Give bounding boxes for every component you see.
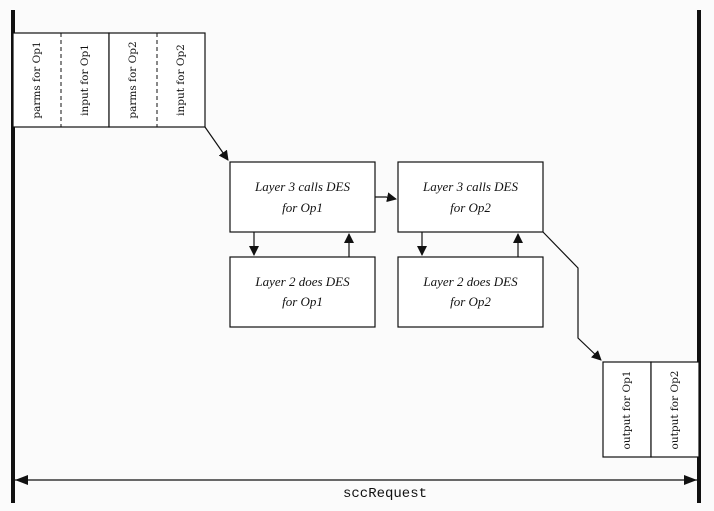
layer3-op2-to-output-arrow [542,231,602,361]
layer3-op1-line2: for Op1 [282,200,323,215]
input-to-layer3-op1-arrow [204,126,229,161]
span-label: sccRequest [343,486,427,502]
input-op1-label: input for Op1 [79,44,91,116]
layer2-op2-line2: for Op2 [450,294,491,309]
layer3-op1-line1: Layer 3 calls DES [254,179,350,194]
input-group: parms for Op1 input for Op1 parms for Op… [12,32,206,128]
span-right-arrowhead [684,475,697,485]
input-op2-label: input for Op2 [175,44,187,116]
span-indicator: sccRequest [15,475,697,502]
output-op2-label: output for Op2 [669,371,681,450]
layer2-op2-box: Layer 2 does DES for Op2 [397,256,544,328]
output-group: output for Op1 output for Op2 [602,361,700,458]
layer2-op1-box: Layer 2 does DES for Op1 [229,256,376,328]
layer3-op2-rect [397,161,544,233]
layer3-op2-box: Layer 3 calls DES for Op2 [397,161,544,233]
layer2-op2-line1: Layer 2 does DES [422,274,518,289]
span-left-arrowhead [15,475,28,485]
layer2-op2-rect [397,256,544,328]
layer3-op2-line2: for Op2 [450,200,491,215]
layer2-op1-line2: for Op1 [282,294,323,309]
output-op2-cell [650,361,700,458]
layer2-op1-rect [229,256,376,328]
layer2-op1-line1: Layer 2 does DES [254,274,350,289]
layer3-op1-box: Layer 3 calls DES for Op1 [229,161,376,233]
layer3-op2-line1: Layer 3 calls DES [422,179,518,194]
output-op1-label: output for Op1 [621,371,633,450]
parms-op1-label: parms for Op1 [31,41,43,118]
layer3-op1-rect [229,161,376,233]
parms-op2-label: parms for Op2 [127,41,139,118]
output-op1-cell [602,361,652,458]
layer3-op1-to-op2-arrow [375,192,397,203]
